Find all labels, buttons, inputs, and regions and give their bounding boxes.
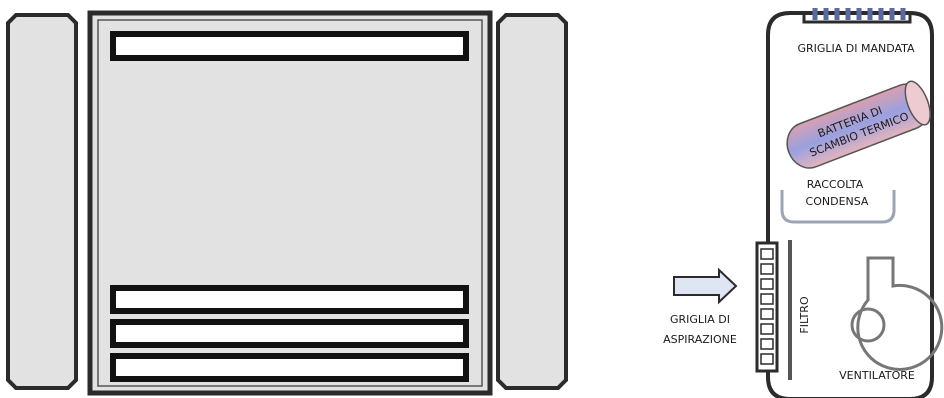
filter-label: FILTRO: [798, 296, 811, 334]
left-side-panel: [6, 13, 78, 390]
intake-label-line1: GRIGLIA DI: [670, 313, 730, 326]
bottom-grille-slot-2: [110, 319, 469, 348]
front-inner-frame: [97, 19, 483, 387]
supply-grille-label: GRIGLIA DI MANDATA: [797, 42, 915, 55]
condensate-tray: [780, 190, 896, 224]
bottom-grille-slot-1: [110, 285, 469, 314]
intake-label-line2: ASPIRAZIONE: [663, 333, 737, 346]
fan-icon: [850, 256, 944, 371]
condensate-label-line2: CONDENSA: [806, 195, 869, 208]
intake-grille: [755, 241, 779, 373]
condensate-label-line1: RACCOLTA: [807, 178, 864, 191]
bottom-grille-slot-3: [110, 353, 469, 382]
intake-arrow-icon: [673, 267, 738, 305]
front-view: [6, 10, 568, 396]
right-side-panel: [496, 13, 568, 390]
fan-label: VENTILATORE: [839, 369, 915, 382]
section-view: GRIGLIA DI MANDATA BATTERIA DI SCAMBIO T…: [755, 8, 944, 398]
top-grille-slot: [110, 31, 469, 61]
supply-grille: [802, 8, 912, 24]
